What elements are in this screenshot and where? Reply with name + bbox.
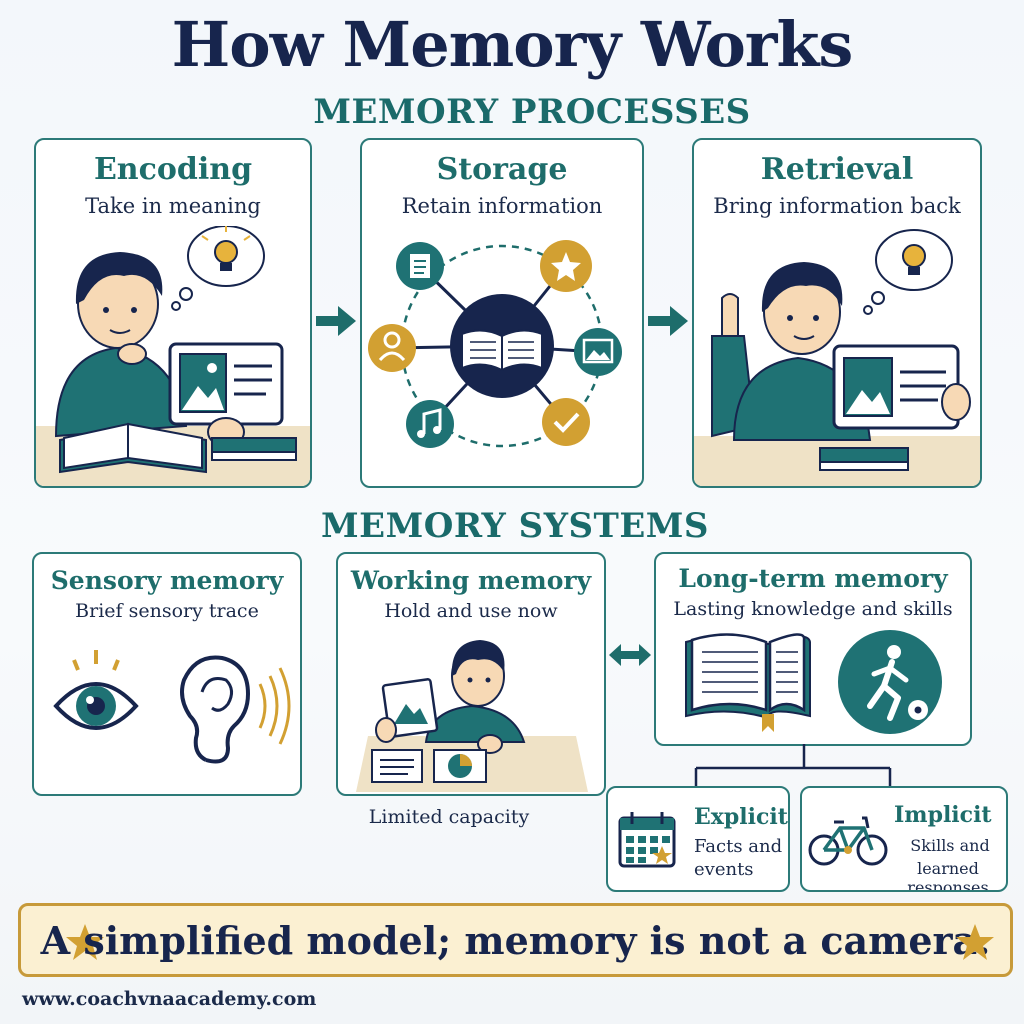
long-term-memory-card: Long-term memory Lasting knowledge and s… (654, 552, 972, 746)
long-term-title: Long-term memory (678, 564, 948, 593)
check-icon (542, 398, 590, 446)
lightbulb-icon (863, 229, 953, 315)
explicit-line2: events (694, 859, 754, 880)
explicit-title: Explicit (694, 804, 788, 830)
storage-card: Storage Retain information (360, 138, 644, 488)
encoding-subtitle: Take in meaning (85, 194, 261, 218)
implicit-memory-card: Implicit Skills and learned responses (800, 786, 1008, 892)
bicycle-icon (808, 816, 888, 866)
long-term-illustration (685, 630, 942, 734)
book-icon (685, 633, 811, 732)
explicit-memory-card: Explicit Facts and events (606, 786, 790, 892)
storage-subtitle: Retain information (401, 194, 603, 218)
book-icon (450, 294, 554, 398)
implicit-line1: Skills and (910, 836, 990, 855)
arrow-right-icon (648, 306, 688, 336)
processes-heading: MEMORY PROCESSES (313, 92, 751, 132)
disclaimer-banner: A simplified model; memory is not a came… (18, 903, 1013, 977)
lightbulb-icon (171, 226, 265, 311)
encoding-card: Encoding Take in meaning (34, 138, 312, 488)
storage-network-illustration (368, 240, 622, 448)
retrieval-subtitle: Bring information back (713, 194, 961, 218)
footer-url: www.coachvnaacademy.com (22, 988, 317, 1010)
running-person-icon (838, 630, 942, 734)
encoding-title: Encoding (93, 152, 253, 187)
tree-connector (694, 744, 892, 788)
image-icon (574, 328, 622, 376)
page-title: How Memory Works (171, 8, 854, 81)
working-memory-card: Working memory Hold and use now (336, 552, 606, 796)
working-subtitle: Hold and use now (384, 600, 558, 622)
star-icon (956, 924, 994, 960)
sensory-memory-card: Sensory memory Brief sensory trace (32, 552, 302, 796)
ear-icon (180, 655, 291, 764)
sensory-title: Sensory memory (50, 566, 284, 595)
encoding-illustration (36, 226, 310, 486)
calendar-icon (618, 812, 676, 868)
document-icon (396, 242, 444, 290)
retrieval-illustration (694, 229, 980, 486)
music-icon (406, 400, 454, 448)
working-note: Limited capacity (368, 806, 530, 828)
systems-heading: MEMORY SYSTEMS (321, 506, 709, 546)
explicit-line1: Facts and (694, 836, 783, 857)
arrow-right-icon (316, 306, 356, 336)
long-term-subtitle: Lasting knowledge and skills (673, 598, 953, 620)
star-icon (540, 240, 592, 292)
eye-icon (53, 650, 139, 730)
double-arrow-icon (609, 644, 651, 666)
working-illustration (356, 640, 588, 792)
sensory-subtitle: Brief sensory trace (75, 600, 259, 622)
sensory-illustration (53, 650, 291, 764)
implicit-title: Implicit (894, 802, 992, 828)
person-icon (368, 324, 416, 372)
banner-text: A simplified model; memory is not a came… (40, 918, 991, 963)
retrieval-title: Retrieval (760, 152, 914, 187)
implicit-line2: learned responses (907, 859, 989, 892)
retrieval-card: Retrieval Bring information back (692, 138, 982, 488)
star-icon (66, 924, 104, 960)
working-title: Working memory (350, 566, 592, 595)
storage-title: Storage (436, 152, 568, 187)
